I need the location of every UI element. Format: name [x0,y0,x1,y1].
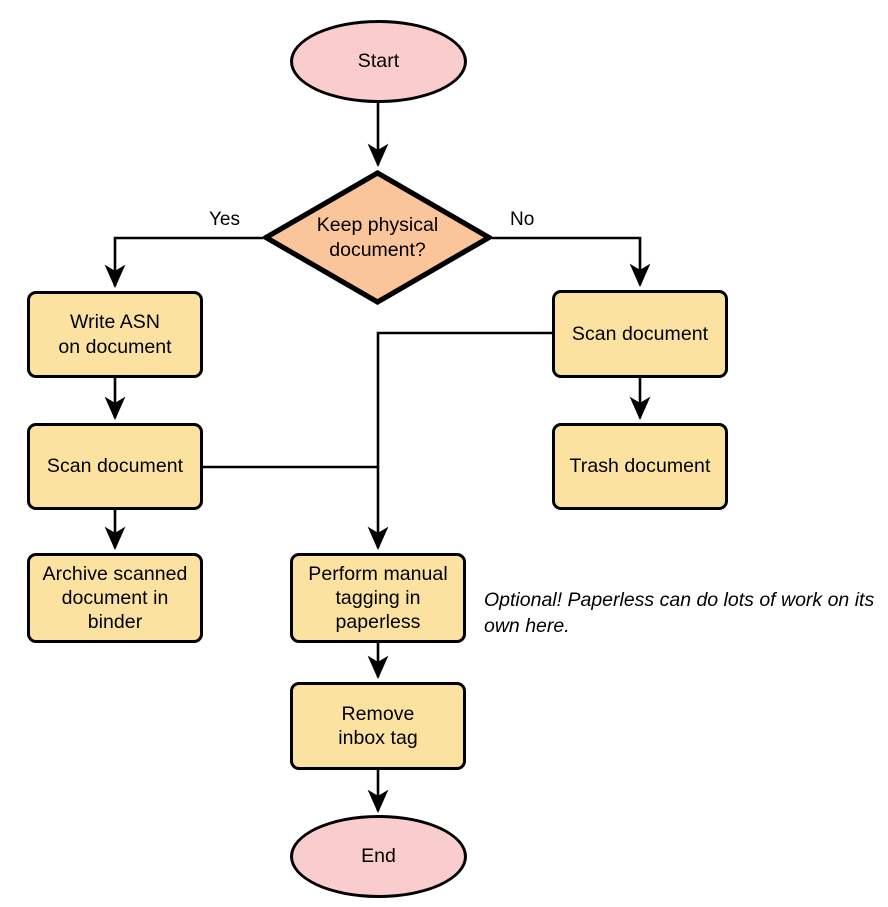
node-scan-document-left[interactable]: Scan document [27,423,203,510]
node-scan-document-left-label: Scan document [46,455,184,478]
node-start-label: Start [357,50,400,73]
node-scan-document-right-label: Scan document [571,322,709,345]
node-trash-document[interactable]: Trash document [552,423,728,510]
node-perform-manual-tagging[interactable]: Perform manual tagging in paperless [290,553,466,643]
edge-scan-right-to-manual-tagging [367,331,552,551]
node-scan-document-right[interactable]: Scan document [552,290,728,378]
diamond-shape [263,170,492,305]
node-trash-document-label: Trash document [569,455,711,478]
node-archive-scanned-document-in-binder-label: Archive scanned document in binder [42,562,188,634]
node-keep-physical-document-label: Keep physical document? [316,214,439,261]
node-remove-inbox-tag[interactable]: Remove inbox tag [290,682,466,770]
edge-decision-no-to-scan-right [492,236,651,288]
node-keep-physical-document[interactable]: Keep physical document? [263,170,492,305]
node-start[interactable]: Start [290,20,467,103]
node-perform-manual-tagging-label: Perform manual tagging in paperless [308,562,448,634]
node-archive-scanned-document-in-binder[interactable]: Archive scanned document in binder [27,553,203,643]
node-write-asn-on-document-label: Write ASN on document [58,311,172,358]
node-write-asn-on-document[interactable]: Write ASN on document [27,291,203,378]
edge-label-yes: Yes [209,209,240,230]
annotation-optional-note: Optional! Paperless can do lots of work … [484,589,875,637]
edge-label-no: No [510,209,535,230]
node-end-label: End [361,845,396,868]
edge-decision-yes-to-write-asn [104,236,263,289]
node-end[interactable]: End [290,815,467,898]
node-remove-inbox-tag-label: Remove inbox tag [338,702,418,749]
